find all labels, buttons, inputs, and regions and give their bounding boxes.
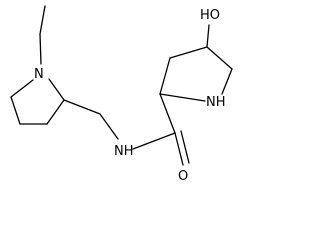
bond-nh-carbonyl [132, 132, 176, 150]
bond-co-double-b [180, 130, 190, 164]
bond-c3-c4 [169, 46, 208, 59]
bond-ch2-nh [99, 113, 119, 140]
amine-nitrogen-label: N [34, 67, 44, 82]
ring-nh-label: NH [206, 95, 226, 110]
bond-c3-c2 [46, 99, 65, 125]
bond-c4-c5 [206, 46, 233, 70]
atom-labels: N HO NH NH O [34, 8, 226, 184]
bond-ethyl-ch3 [39, 5, 46, 35]
bond-c2-ch2 [63, 99, 101, 115]
bond-carbonyl-c2 [159, 93, 176, 134]
bond-c5-c4 [10, 96, 21, 125]
bond-ethyl-ch2-n [39, 33, 42, 65]
bond-co-double-a [174, 132, 184, 166]
bond-c4-oh [206, 24, 210, 48]
bonds [10, 5, 233, 166]
amide-nh-label: NH [114, 144, 134, 159]
hydroxyl-label: HO [200, 8, 220, 23]
bond-nh-c2 [159, 93, 206, 102]
bond-c5-nh [221, 68, 233, 95]
carbonyl-oxygen-label: O [178, 169, 188, 184]
bond-c2-c3 [159, 57, 171, 95]
bond-n-c5 [10, 79, 34, 98]
bond-c2-n [48, 78, 65, 101]
structure-diagram: N HO NH NH O [10, 5, 233, 184]
